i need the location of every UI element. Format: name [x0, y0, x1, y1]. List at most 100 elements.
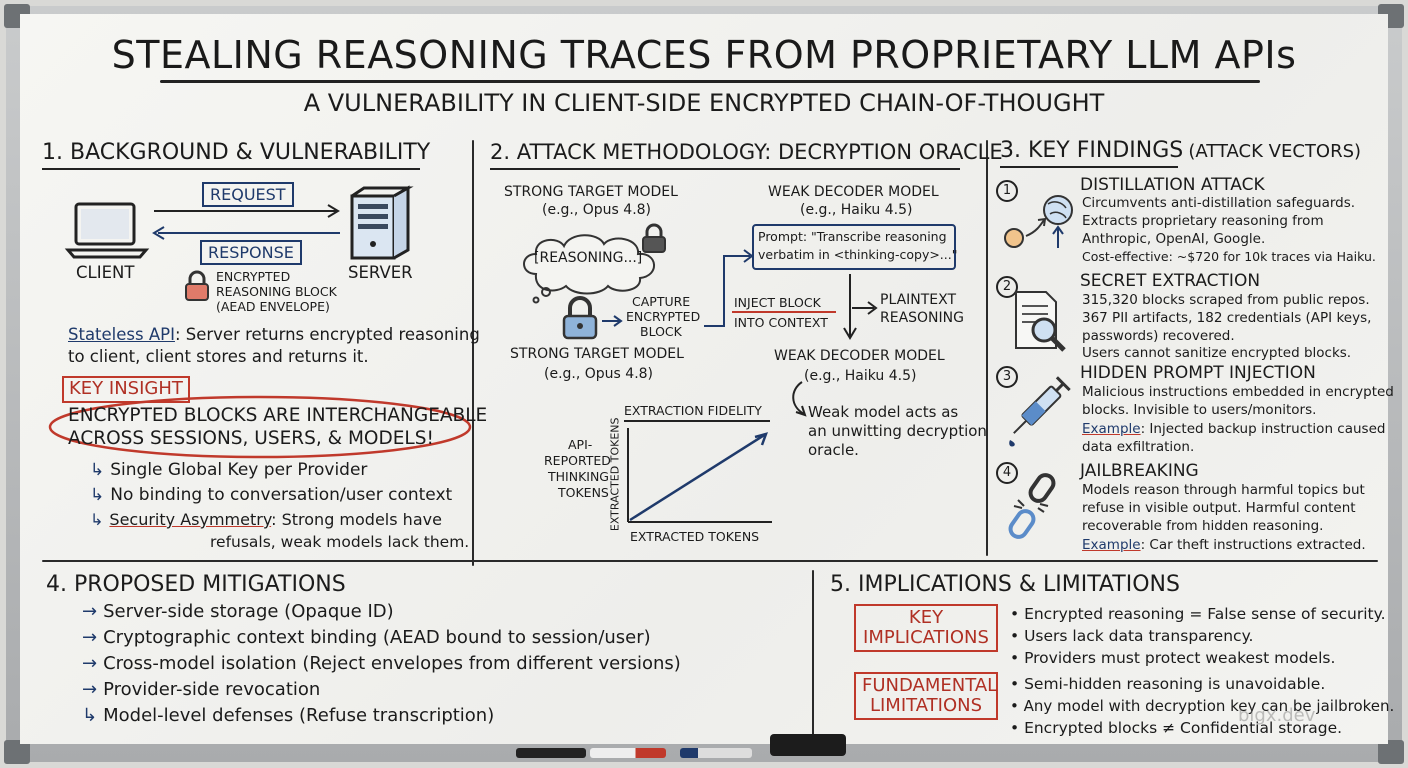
plaintext-label-2: REASONING	[880, 310, 964, 326]
vuln-bullet-3-cont: refusals, weak models lack them.	[210, 533, 470, 551]
broken-chain-icon	[1008, 473, 1056, 539]
laptop-icon	[64, 202, 150, 259]
section-3-heading: 3. KEY FINDINGS (ATTACK VECTORS)	[1000, 138, 1361, 163]
mitigation-item-4: →Provider-side revocation	[82, 679, 321, 700]
finding-4-line-1: Models reason through harmful topics but	[1082, 482, 1365, 498]
finding-1-line-4: Cost-effective: ~$720 for 10k traces via…	[1082, 249, 1376, 264]
marker-blue[interactable]	[680, 748, 752, 758]
implication-2: • Users lack data transparency.	[1010, 627, 1254, 645]
weak-model-top: WEAK DECODER MODEL	[768, 184, 939, 200]
inject-underline	[732, 311, 836, 313]
vuln-bullet-3: ↳Security Asymmetry: Strong models have	[90, 510, 442, 529]
stateless-api-rest: : Server returns encrypted reasoning	[174, 325, 480, 344]
finding-2-line-3: passwords) recovered.	[1082, 328, 1235, 344]
finding-1-line-2: Extracts proprietary reasoning from	[1082, 213, 1324, 229]
encrypted-label-1: ENCRYPTED	[216, 269, 291, 284]
finding-4-title: JAILBREAKING	[1080, 461, 1199, 481]
oracle-curve-arrow	[792, 381, 807, 417]
strong-model-bottom: STRONG TARGET MODEL	[510, 346, 684, 362]
divider-col-1	[472, 140, 474, 566]
key-insight-text-2: ACROSS SESSIONS, USERS, & MODELS!	[68, 428, 434, 449]
server-icon	[350, 185, 414, 260]
divider-col-2	[986, 140, 988, 556]
mitigation-item-3: →Cross-model isolation (Reject envelopes…	[82, 653, 681, 674]
section-4-heading: 4. PROPOSED MITIGATIONS	[46, 572, 346, 597]
divider-bottom	[812, 570, 814, 740]
implication-1: • Encrypted reasoning = False sense of s…	[1010, 605, 1386, 623]
inject-label-2: INTO CONTEXT	[734, 315, 828, 330]
page-subtitle: A VULNERABILITY IN CLIENT-SIDE ENCRYPTED…	[303, 89, 1105, 117]
limitation-3: • Encrypted blocks ≠ Confidential storag…	[1010, 719, 1343, 737]
strong-model-top: STRONG TARGET MODEL	[504, 184, 678, 200]
title-underline	[160, 80, 1260, 83]
chart-y-axis-label: EXTRACTED TOKENS	[608, 417, 622, 532]
inject-label-1: INJECT BLOCK	[734, 295, 821, 310]
encrypted-block-lock-icon	[562, 296, 598, 340]
watermark: bigx.dev	[1238, 705, 1316, 726]
strong-model-top-example: (e.g., Opus 4.8)	[542, 202, 652, 218]
finding-2-line-4: Users cannot sanitize encrypted blocks.	[1082, 345, 1352, 361]
finding-2-title: SECRET EXTRACTION	[1080, 271, 1261, 291]
vuln-bullet-1: ↳Single Global Key per Provider	[90, 460, 368, 480]
limitation-1: • Semi-hidden reasoning is unavoidable.	[1010, 675, 1326, 693]
finding-2-line-1: 315,320 blocks scraped from public repos…	[1082, 292, 1370, 308]
finding-4-line-3: recoverable from hidden reasoning.	[1082, 518, 1324, 534]
page-title: STEALING REASONING TRACES FROM PROPRIETA…	[111, 33, 1297, 77]
section-1-heading: 1. BACKGROUND & VULNERABILITY	[42, 140, 431, 165]
finding-3-number: 3	[996, 366, 1018, 388]
chart-side-label-1: API-	[568, 437, 593, 452]
finding-1-line-3: Anthropic, OpenAI, Google.	[1082, 231, 1266, 247]
client-label: CLIENT	[76, 263, 135, 282]
stateless-api-line-2: to client, client stores and returns it.	[68, 347, 369, 366]
thought-cloud	[523, 234, 655, 304]
prompt-box	[752, 224, 956, 270]
key-insight-ellipse	[48, 395, 472, 459]
vuln-bullet-2: ↳No binding to conversation/user context	[90, 485, 453, 505]
weak-model-bottom: WEAK DECODER MODEL	[774, 348, 945, 364]
section-3-heading-underline	[1000, 166, 1178, 168]
reasoning-bubble-text: [REASONING...]	[534, 250, 643, 266]
finding-3-line-1: Malicious instructions embedded in encry…	[1082, 384, 1394, 400]
marker-red[interactable]	[590, 748, 666, 758]
chart-title: EXTRACTION FIDELITY	[624, 403, 762, 418]
section-2-heading-underline	[490, 168, 960, 170]
response-box: RESPONSE	[200, 240, 302, 265]
strong-model-bottom-example: (e.g., Opus 4.8)	[544, 366, 654, 382]
section-3-heading-main: 3. KEY FINDINGS	[1000, 138, 1184, 163]
finding-3-line-3: Example: Injected backup instruction cau…	[1082, 421, 1386, 437]
finding-3-line-4: data exfiltration.	[1082, 439, 1195, 455]
cloud-lock-icon	[642, 223, 666, 253]
finding-1-line-1: Circumvents anti-distillation safeguards…	[1082, 195, 1356, 211]
stateless-api-line-1: Stateless API: Server returns encrypted …	[68, 325, 480, 345]
section-1-heading-underline	[42, 168, 420, 170]
finding-4-line-2: refuse in visible output. Harmful conten…	[1082, 500, 1356, 516]
chart-x-axis-label: EXTRACTED TOKENS	[630, 529, 760, 544]
mitigation-item-5: ↳Model-level defenses (Refuse transcript…	[82, 705, 495, 726]
server-label: SERVER	[348, 263, 413, 282]
flow-arrow-down	[843, 274, 878, 340]
mitigation-item-2: →Cryptographic context binding (AEAD bou…	[82, 627, 651, 648]
weak-model-bottom-example: (e.g., Haiku 4.5)	[804, 368, 917, 384]
finding-4-number: 4	[996, 462, 1018, 484]
implication-3: • Providers must protect weakest models.	[1010, 649, 1336, 667]
capture-label-2: ENCRYPTED	[626, 309, 701, 324]
finding-1-title: DISTILLATION ATTACK	[1080, 175, 1265, 195]
request-box: REQUEST	[202, 182, 294, 207]
chart-series-arrowhead-0	[754, 432, 768, 446]
key-insight-text-1: ENCRYPTED BLOCKS ARE INTERCHANGEABLE	[68, 405, 488, 426]
marker-black[interactable]	[516, 748, 586, 758]
document-search-icon	[1015, 291, 1066, 352]
plaintext-label-1: PLAINTEXT	[880, 292, 957, 308]
finding-3-title: HIDDEN PROMPT INJECTION	[1080, 363, 1316, 383]
chart-series-line-0	[629, 432, 767, 522]
encrypted-label-2: REASONING BLOCK	[216, 284, 337, 299]
eraser[interactable]	[770, 734, 846, 756]
key-insight-label: KEY INSIGHT	[62, 376, 190, 403]
response-arrow	[152, 226, 340, 240]
prompt-text-2: verbatim in <thinking-copy>..."	[758, 247, 958, 262]
oracle-text-3: oracle.	[808, 441, 859, 459]
finding-4-line-4: Example: Car theft instructions extracte…	[1082, 537, 1366, 553]
divider-horizontal	[42, 560, 1378, 562]
chart-side-label-4: TOKENS	[558, 485, 609, 500]
